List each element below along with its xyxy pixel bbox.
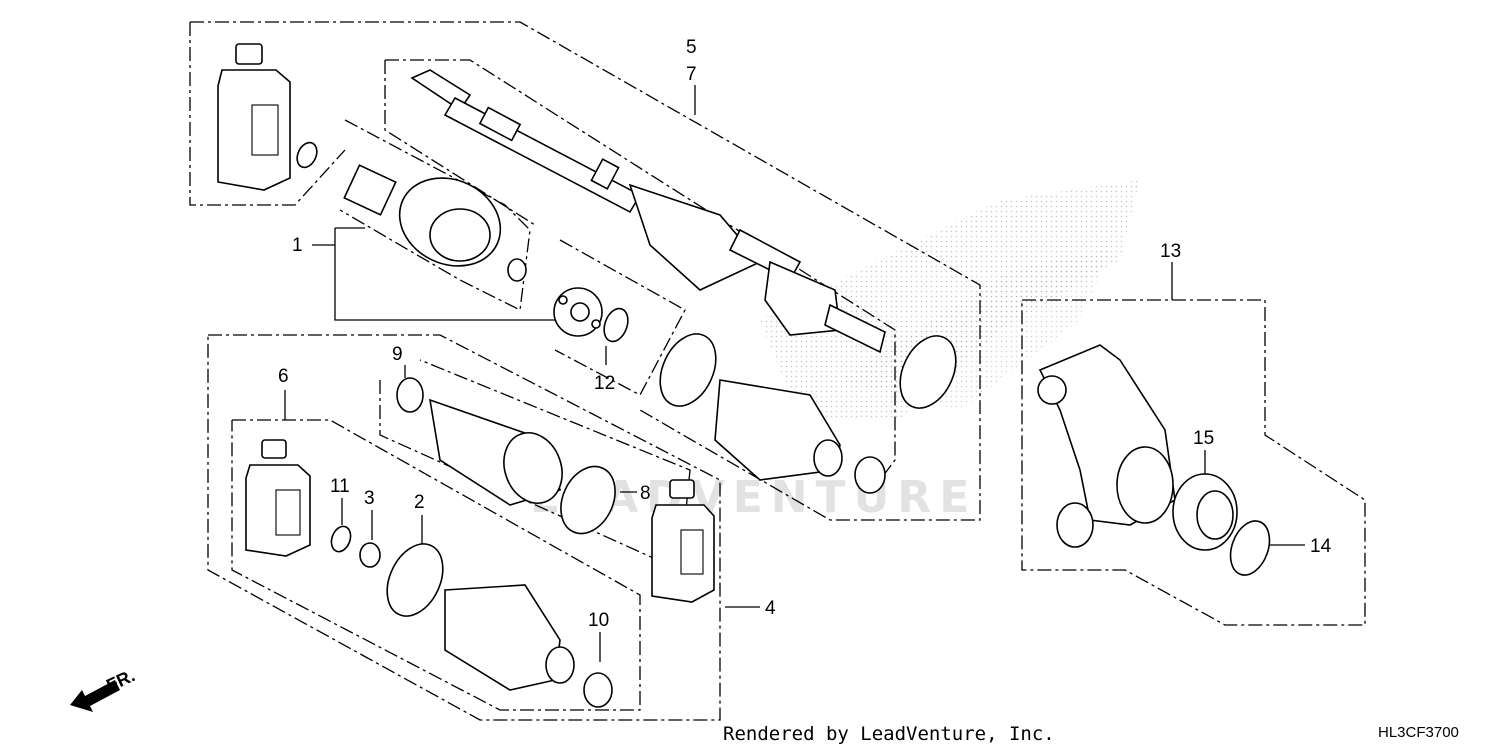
outline-inner-boot-kit [231, 419, 641, 711]
inner-joint-housing [343, 164, 502, 267]
circlip-14 [1229, 520, 1271, 576]
boot-band-9 [396, 377, 424, 413]
callout-9: 9 [392, 344, 403, 365]
callout-5: 5 [686, 37, 697, 58]
tripod-bearing [553, 287, 603, 337]
leader-lines [284, 85, 1305, 662]
callout-8: 8 [640, 483, 651, 504]
callout-13: 13 [1160, 241, 1181, 262]
boot-band-small-upper [854, 456, 886, 494]
knuckle-arm [1037, 344, 1176, 548]
snap-ring-upper [296, 141, 318, 169]
outer-boot-8 [428, 398, 563, 506]
grease-bottle-upper [217, 43, 291, 191]
grease-bottle-lower-left [245, 439, 311, 557]
callout-2: 2 [414, 492, 425, 513]
callout-12: 12 [594, 373, 615, 394]
callout-3: 3 [364, 488, 375, 509]
inner-boot-2 [444, 584, 575, 691]
boot-band-8 [560, 465, 616, 535]
front-direction-arrow [70, 680, 120, 712]
circlip-12 [603, 307, 629, 343]
hub-bearing-15 [1172, 473, 1238, 551]
outline-knuckle-group [1021, 299, 1366, 626]
ring-11 [330, 525, 352, 553]
diagram-code: HL3CF3700 [1378, 724, 1459, 741]
callout-10: 10 [588, 610, 609, 631]
callout-15: 15 [1193, 428, 1214, 449]
boot-band-2 [386, 543, 444, 617]
boot-band-large-upper [659, 333, 957, 409]
callout-4: 4 [765, 598, 776, 619]
outline-upper-shaft-group [189, 21, 981, 521]
stop-ring [507, 258, 527, 282]
callout-6: 6 [278, 366, 289, 387]
callout-7: 7 [686, 64, 697, 85]
callout-1: 1 [292, 235, 303, 256]
grease-bottle-lower-right [651, 479, 715, 603]
outer-boot-upper [714, 379, 843, 481]
footer-credit: Rendered by LeadVenture, Inc. [723, 723, 1055, 745]
boot-band-10 [583, 672, 613, 708]
callout-11: 11 [330, 476, 350, 497]
drive-shaft [410, 69, 886, 354]
callout-14: 14 [1310, 536, 1332, 557]
stop-ring-3 [359, 542, 381, 568]
outline-boot-kit-group [207, 334, 721, 721]
outline-shaft-assembly [384, 59, 896, 481]
